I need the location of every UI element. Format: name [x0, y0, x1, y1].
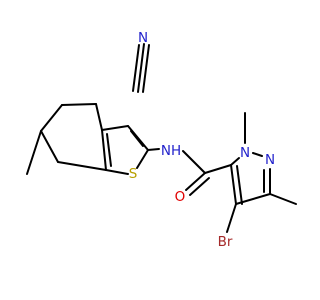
- bond-nitrile-1: [137, 43, 145, 93]
- atom-label-br: Br: [218, 234, 233, 250]
- atom-label-n2: N: [265, 152, 275, 168]
- bond-c3-methyl: [269, 193, 297, 205]
- bond-c7-c7a: [57, 161, 107, 171]
- bond-c7a-c3a: [101, 129, 107, 171]
- bond-c5-c6: [40, 104, 63, 132]
- bond-nitrile-3: [142, 44, 150, 93]
- atom-label-layer: N NH S O Br N N: [129, 30, 275, 250]
- atom-label-o: O: [175, 189, 186, 205]
- bond-c2-s: [136, 149, 149, 169]
- bond-c2-nh: [147, 148, 160, 151]
- bond-nitrile-2: [132, 44, 140, 92]
- bond-n1-c5: [230, 157, 240, 166]
- molecule-diagram: N NH S O Br N N: [26, 30, 297, 250]
- bond-c5-c4: [230, 164, 237, 205]
- atom-label-s: S: [129, 166, 138, 182]
- bond-c3-c2: [127, 125, 149, 151]
- atom-label-nh: NH: [161, 143, 181, 159]
- structure-svg: N NH S O Br N N: [26, 30, 297, 250]
- bond-s-c7a: [105, 169, 129, 175]
- bond-nh-carbonyl: [182, 150, 206, 174]
- bond-carbonyl-o: [185, 172, 206, 191]
- bond-c6-methyl: [26, 130, 42, 175]
- bond-c6-c7: [40, 130, 59, 163]
- bond-c4-c5: [61, 103, 97, 106]
- atom-label-nitrile-n: N: [138, 30, 148, 46]
- bond-c7a-c3a-double: [106, 133, 112, 167]
- bond-c3-c3a: [101, 125, 129, 131]
- bond-n2-n1: [252, 152, 263, 157]
- bond-c3-c2-double: [130, 130, 144, 147]
- bond-carbonyl-c5: [204, 164, 232, 174]
- bond-layer: [26, 43, 297, 233]
- bond-c3a-c4: [95, 103, 103, 131]
- bond-c4-c3: [235, 193, 271, 205]
- bond-carbonyl-o-double: [189, 177, 210, 196]
- atom-label-n1: N: [240, 145, 250, 161]
- bond-c5-c4-double: [236, 165, 243, 205]
- bond-c4-br: [226, 203, 237, 233]
